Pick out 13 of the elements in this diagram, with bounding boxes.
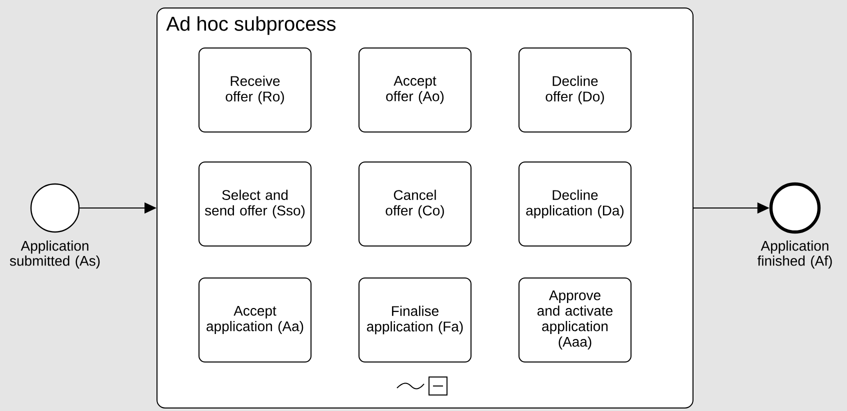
event-label: Application finished (Af)	[757, 240, 832, 269]
event-circle	[769, 182, 821, 234]
task-box: Receive offer (Ro)	[198, 48, 312, 132]
task-box: Decline offer (Do)	[518, 48, 632, 132]
task-box: Accept offer (Ao)	[358, 48, 472, 132]
task-box: Finalise application (Fa)	[358, 278, 472, 362]
task-box: Cancel offer (Co)	[358, 162, 472, 246]
task-box: Select and send offer (Sso)	[198, 162, 312, 246]
task-box: Accept application (Aa)	[198, 278, 312, 362]
task-box: Approve and activate application (Aaa)	[518, 278, 632, 362]
task-box: Decline application (Da)	[518, 162, 632, 246]
event-label: Application submitted (As)	[10, 240, 100, 269]
event-circle	[30, 183, 80, 233]
